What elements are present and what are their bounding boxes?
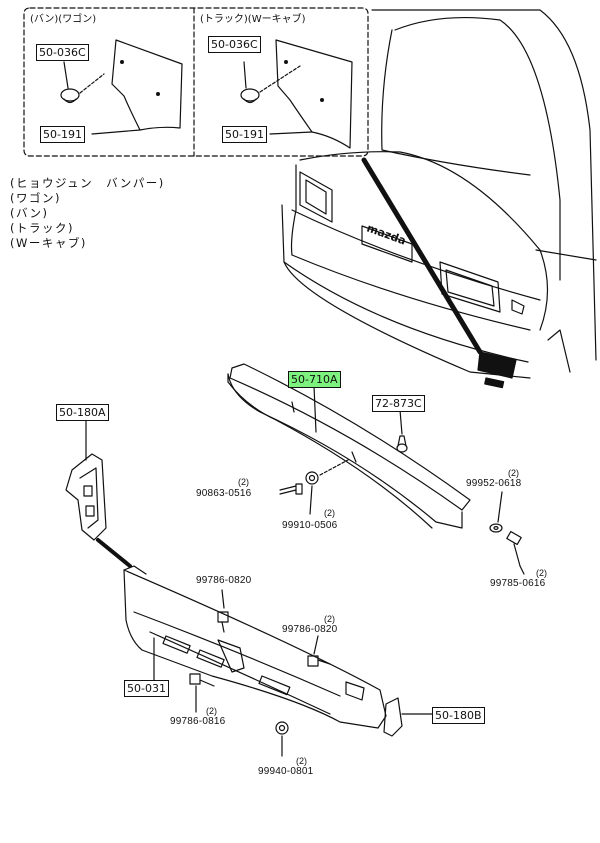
inset-right-title: (トラック)(Wーキャブ) xyxy=(200,14,306,25)
part-label-50-036C-right[interactable]: 50-036C xyxy=(208,36,261,53)
washer-99952-0618-drawing xyxy=(489,523,503,533)
qty-99786-0816: (2) xyxy=(206,706,217,716)
leader-72-873C xyxy=(399,409,403,435)
qty-99785: (2) xyxy=(536,568,547,578)
inset-frame xyxy=(23,7,369,157)
bracket-50-180A-drawing xyxy=(65,453,107,541)
leader-left-mudflap xyxy=(91,129,141,135)
part-label-50-180B[interactable]: 50-180B xyxy=(432,707,485,724)
bolt-99786-0820b-drawing xyxy=(307,655,331,667)
part-label-50-710A[interactable]: 50-710A xyxy=(288,371,341,388)
clip-right-drawing xyxy=(240,61,301,104)
qty-99786-0820-b: (2) xyxy=(324,614,335,624)
qty-99952: (2) xyxy=(508,468,519,478)
note-line: (バン) xyxy=(10,206,49,220)
leader-99786-0820b xyxy=(313,635,319,655)
pointer-inset-to-vehicle xyxy=(361,157,483,355)
note-line: (Wーキャブ) xyxy=(10,236,87,250)
leader-99910 xyxy=(309,485,313,515)
application-notes: (ヒョウジュン バンパー) (ワゴン) (バン) (トラック) (Wーキャブ) xyxy=(10,176,165,251)
bolt-99786-0820a-drawing xyxy=(217,611,229,633)
nut-99940-0801-drawing xyxy=(275,721,289,735)
part-label-99786-0816[interactable]: 99786-0816 xyxy=(170,716,226,727)
note-line: (ヒョウジュン バンパー) xyxy=(10,176,165,190)
inset-left-title: (バン)(ワゴン) xyxy=(30,14,97,25)
part-label-50-191-left[interactable]: 50-191 xyxy=(40,126,85,143)
part-label-90863-0516[interactable]: 90863-0516 xyxy=(196,488,252,499)
bolt-99786-0816-drawing xyxy=(189,673,215,687)
note-line: (ワゴン) xyxy=(10,191,61,205)
bumper-50-031-drawing xyxy=(123,565,387,729)
part-label-99786-0820-b[interactable]: 99786-0820 xyxy=(282,624,338,635)
leader-99952 xyxy=(497,491,503,523)
vehicle-rear-drawing xyxy=(281,9,597,389)
leader-99785 xyxy=(519,565,525,575)
part-label-72-873C[interactable]: 72-873C xyxy=(372,395,425,412)
part-label-99910-0506[interactable]: 99910-0506 xyxy=(282,520,338,531)
qty-90863: (2) xyxy=(238,477,249,487)
clip-left-drawing xyxy=(60,61,105,104)
clip-72-873C-drawing xyxy=(396,435,408,453)
leader-50-710A xyxy=(313,385,317,433)
part-label-99940-0801[interactable]: 99940-0801 xyxy=(258,766,314,777)
corner-50-180B-drawing xyxy=(383,697,403,737)
part-label-99786-0820-a[interactable]: 99786-0820 xyxy=(196,575,252,586)
mudflap-right-drawing xyxy=(275,39,353,149)
qty-99910: (2) xyxy=(324,508,335,518)
bolt-90863-0516-drawing xyxy=(279,483,303,495)
mudflap-left-drawing xyxy=(111,39,183,131)
part-label-50-036C-left[interactable]: 50-036C xyxy=(36,44,89,61)
part-label-50-191-right[interactable]: 50-191 xyxy=(222,126,267,143)
qty-99940: (2) xyxy=(296,756,307,766)
bolt-99785-0616-drawing xyxy=(506,530,522,567)
part-label-50-180A[interactable]: 50-180A xyxy=(56,404,109,421)
leader-right-mudflap xyxy=(269,131,313,135)
part-label-99785-0616[interactable]: 99785-0616 xyxy=(490,578,546,589)
note-line: (トラック) xyxy=(10,221,74,235)
part-label-50-031[interactable]: 50-031 xyxy=(124,680,169,697)
upper-trim-50-710A-drawing xyxy=(227,363,471,529)
part-label-99952-0618[interactable]: 99952-0618 xyxy=(466,478,522,489)
leader-99786-0820a xyxy=(221,589,225,609)
nut-99910-0506-drawing xyxy=(305,471,319,485)
